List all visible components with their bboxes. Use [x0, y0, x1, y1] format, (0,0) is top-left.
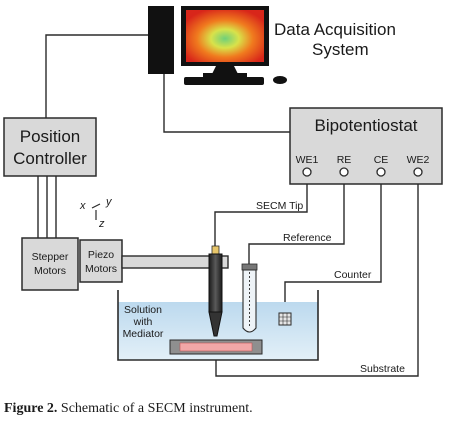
stepper-motors-line2: Motors	[34, 265, 66, 277]
solution-label-line1: Solution	[124, 304, 162, 316]
keyboard	[184, 77, 264, 85]
solution-label-line2: with	[133, 316, 153, 328]
electrochemical-cell	[117, 290, 319, 361]
wire-we1-to-tip	[214, 177, 308, 247]
daq-label-line2: System	[312, 40, 369, 59]
axis-z-label: z	[98, 218, 105, 230]
wire-label-reference: Reference	[283, 232, 332, 244]
wire-controller-to-computer	[45, 34, 150, 118]
figure-caption: Figure 2. Schematic of a SECM instrument…	[4, 401, 253, 416]
wire-computer-to-bipotentiostat	[163, 72, 290, 133]
monitor-base	[203, 73, 247, 77]
terminal-we2	[413, 167, 423, 177]
monitor-screen-heatmap	[186, 10, 264, 62]
counter-electrode	[278, 312, 292, 326]
wires	[37, 34, 419, 377]
figure-caption-text: Schematic of a SECM instrument.	[61, 401, 253, 416]
mouse	[273, 76, 287, 84]
stepper-motors-line1: Stepper	[32, 251, 69, 263]
terminal-we1	[302, 167, 312, 177]
positioning-arm	[121, 255, 229, 269]
terminal-re	[339, 167, 349, 177]
figure-caption-label: Figure 2.	[4, 401, 57, 416]
wire-re-to-reference	[248, 177, 345, 264]
reference-electrode	[241, 263, 258, 333]
terminal-ce	[376, 167, 386, 177]
position-controller-line1: Position	[20, 127, 80, 146]
secm-tip-probe	[208, 245, 223, 337]
wire-label-counter: Counter	[334, 269, 372, 281]
wire-label-substrate: Substrate	[360, 363, 405, 375]
axes-indicator	[91, 203, 101, 220]
piezo-motors-box	[79, 239, 123, 283]
piezo-motors-line1: Piezo	[88, 249, 114, 261]
stepper-motors-box	[21, 237, 79, 291]
monitor-stand	[212, 66, 238, 74]
bipotentiostat-title: Bipotentiostat	[314, 116, 417, 135]
terminal-label-we1: WE1	[296, 154, 319, 166]
substrate	[179, 342, 253, 352]
terminal-label-we2: WE2	[407, 154, 430, 166]
wire-we2-to-substrate	[215, 177, 419, 377]
position-controller-box	[3, 117, 97, 177]
axis-x-label: x	[79, 200, 86, 212]
computer	[148, 6, 287, 85]
daq-label-line1: Data Acquisition	[274, 20, 396, 39]
terminal-label-ce: CE	[374, 154, 389, 166]
wire-label-secm-tip: SECM Tip	[256, 200, 303, 212]
axis-y-label: y	[105, 196, 113, 208]
computer-tower	[148, 6, 174, 74]
position-controller-line2: Controller	[13, 149, 87, 168]
wire-ce-to-counter	[284, 177, 382, 313]
solution-label-line3: Mediator	[123, 328, 164, 340]
terminal-label-re: RE	[337, 154, 352, 166]
piezo-motors-line2: Motors	[85, 263, 117, 275]
